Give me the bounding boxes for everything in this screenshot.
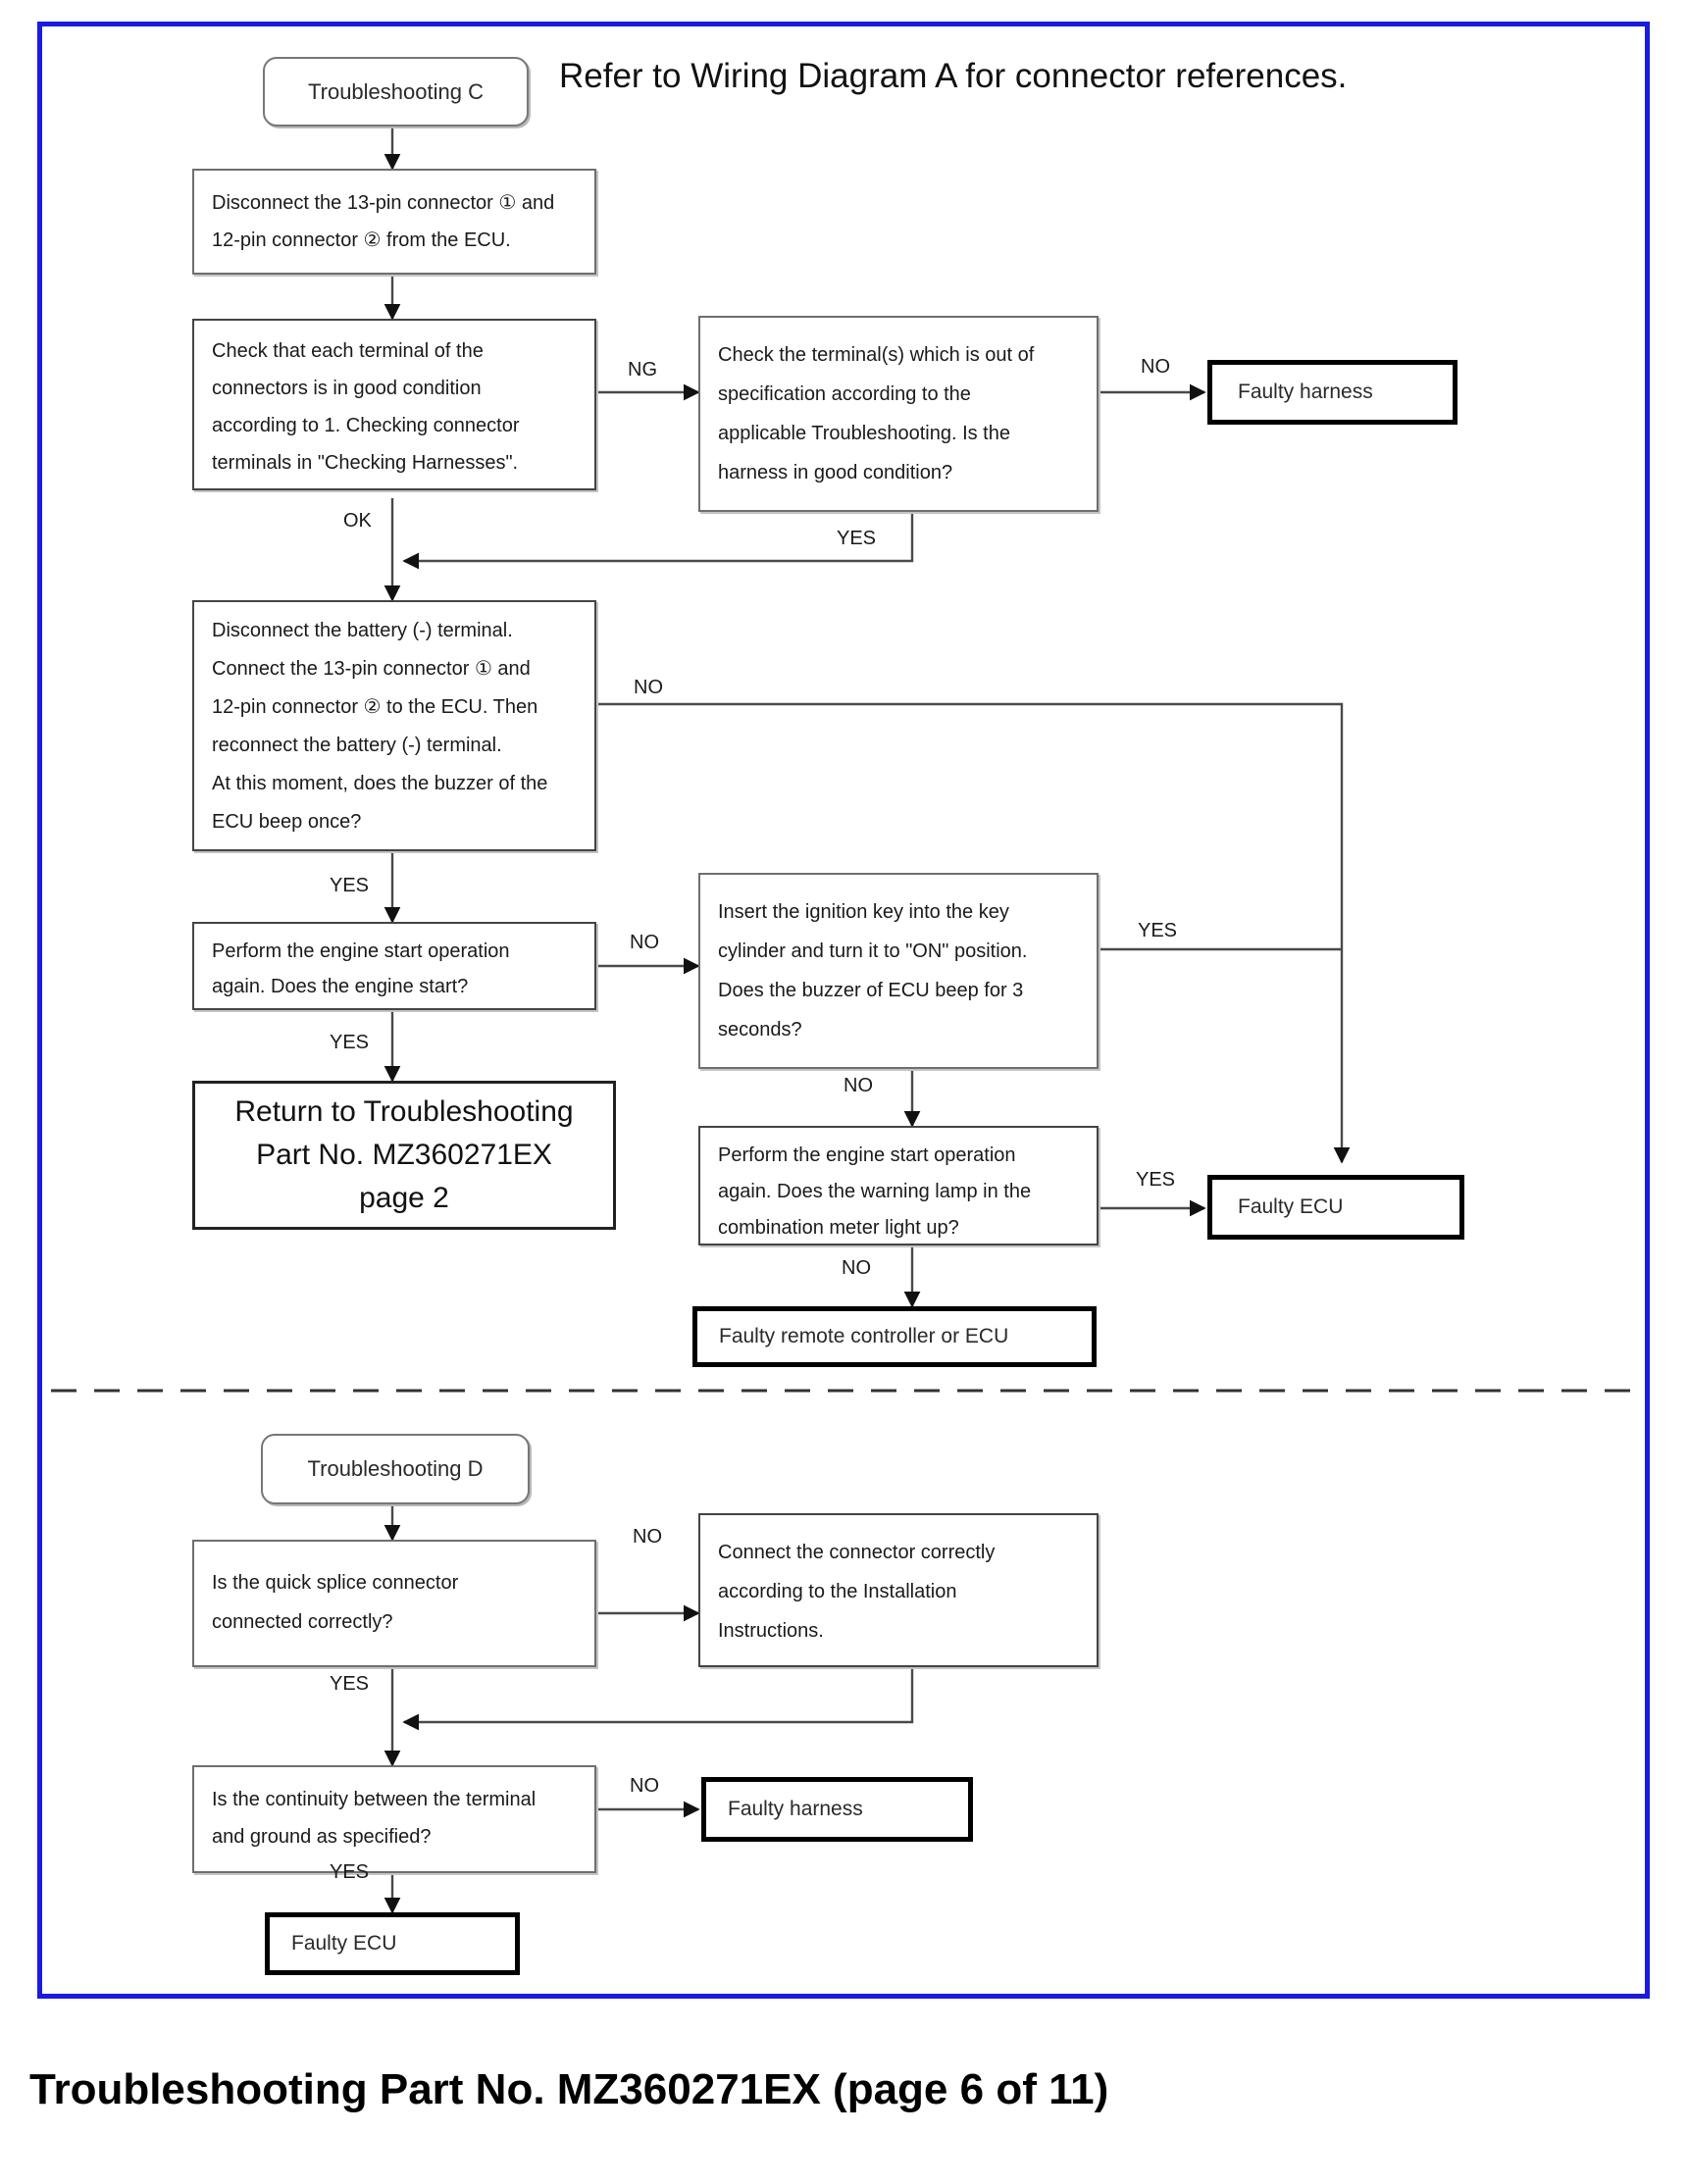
terminal-faulty-remote-or-ecu[interactable]: Faulty remote controller or ECU	[692, 1306, 1097, 1367]
start-node-troubleshooting-d[interactable]: Troubleshooting D	[261, 1434, 530, 1504]
node-disconnect-connectors[interactable]: Disconnect the 13-pin connector ① and 12…	[192, 169, 596, 275]
node-line: Is the continuity between the terminal	[212, 1789, 537, 1810]
edge-label-no-battery: NO	[634, 677, 663, 698]
edge-label-yes-harness: YES	[837, 528, 877, 549]
node-line: ECU beep once?	[212, 811, 362, 833]
node-check-terminals[interactable]: Check that each terminal of the connecto…	[192, 319, 596, 490]
node-line: cylinder and turn it to "ON" position.	[718, 940, 1028, 962]
node-line: harness in good condition?	[718, 462, 953, 483]
edge-label-yes-continuity: YES	[330, 1861, 370, 1883]
edge-label-yes-ignition: YES	[1138, 920, 1178, 941]
node-line: connected correctly?	[212, 1611, 393, 1633]
edge-label-no-splice: NO	[633, 1526, 662, 1548]
edge-label-yes-splice: YES	[330, 1673, 370, 1695]
node-quick-splice[interactable]: Is the quick splice connector connected …	[192, 1540, 596, 1667]
page-caption: Troubleshooting Part No. MZ360271EX (pag…	[29, 2065, 1109, 2113]
node-line: according to 1. Checking connector	[212, 415, 520, 436]
node-connect-correctly[interactable]: Connect the connector correctly accordin…	[698, 1513, 1099, 1667]
terminal-faulty-harness-c[interactable]: Faulty harness	[1207, 360, 1458, 425]
terminal-label: Faulty harness	[728, 1798, 863, 1820]
node-line: 12-pin connector ② from the ECU.	[212, 229, 511, 251]
edge-label-ok: OK	[343, 510, 372, 532]
node-line: again. Does the warning lamp in the	[718, 1181, 1032, 1202]
node-line: Connect the 13-pin connector ① and	[212, 658, 531, 680]
node-line: Is the quick splice connector	[212, 1572, 459, 1594]
edge-label-yes-engine: YES	[330, 1032, 370, 1053]
node-line: terminals in "Checking Harnesses".	[212, 452, 519, 474]
edge-label-no-ignition: NO	[844, 1075, 873, 1096]
node-line: reconnect the battery (-) terminal.	[212, 735, 502, 756]
node-line: applicable Troubleshooting. Is the	[718, 423, 1010, 444]
page-border-frame	[37, 22, 1650, 1999]
node-line: Connect the connector correctly	[718, 1542, 996, 1563]
node-line: again. Does the engine start?	[212, 976, 469, 997]
terminal-faulty-ecu-c[interactable]: Faulty ECU	[1207, 1175, 1464, 1240]
node-line: At this moment, does the buzzer of the	[212, 773, 548, 794]
node-line: connectors is in good condition	[212, 378, 482, 399]
node-line: Insert the ignition key into the key	[718, 901, 1009, 923]
edge-label-no-engine: NO	[630, 932, 659, 953]
node-line: Does the buzzer of ECU beep for 3	[718, 980, 1024, 1001]
terminal-faulty-ecu-d[interactable]: Faulty ECU	[265, 1912, 520, 1975]
terminal-line: page 2	[359, 1182, 449, 1214]
node-engine-start[interactable]: Perform the engine start operation again…	[192, 922, 596, 1010]
node-ignition-key[interactable]: Insert the ignition key into the key cyl…	[698, 873, 1099, 1069]
edge-label-no-lamp: NO	[842, 1257, 871, 1279]
terminal-line: Part No. MZ360271EX	[256, 1139, 552, 1171]
edge-label-ng: NG	[628, 359, 657, 381]
terminal-line: Return to Troubleshooting	[234, 1095, 574, 1128]
edge-label-yes-lamp: YES	[1136, 1169, 1176, 1191]
node-line: according to the Installation	[718, 1581, 957, 1602]
terminal-return-to-troubleshooting[interactable]: Return to Troubleshooting Part No. MZ360…	[192, 1081, 616, 1230]
node-line: Disconnect the battery (-) terminal.	[212, 620, 513, 641]
terminal-label: Faulty remote controller or ECU	[719, 1325, 1009, 1347]
node-line: 12-pin connector ② to the ECU. Then	[212, 696, 538, 718]
node-line: combination meter light up?	[718, 1217, 959, 1239]
edge-label-yes-battery: YES	[330, 875, 370, 896]
terminal-label: Faulty harness	[1238, 381, 1373, 403]
terminal-faulty-harness-d[interactable]: Faulty harness	[701, 1777, 973, 1842]
node-battery-reconnect[interactable]: Disconnect the battery (-) terminal. Con…	[192, 600, 596, 851]
terminal-label: Faulty ECU	[1238, 1195, 1344, 1218]
header-note: Refer to Wiring Diagram A for connector …	[559, 57, 1348, 95]
node-line: and ground as specified?	[212, 1826, 432, 1848]
edge-label-no-harness: NO	[1141, 356, 1170, 378]
start-node-troubleshooting-c[interactable]: Troubleshooting C	[263, 57, 529, 127]
node-warning-lamp[interactable]: Perform the engine start operation again…	[698, 1126, 1099, 1245]
node-line: specification according to the	[718, 383, 971, 405]
edge-label-no-continuity: NO	[630, 1775, 659, 1797]
node-line: Disconnect the 13-pin connector ① and	[212, 192, 555, 214]
node-line: Check that each terminal of the	[212, 340, 484, 362]
node-line: Perform the engine start operation	[212, 940, 510, 962]
start-node-label: Troubleshooting C	[308, 78, 484, 104]
node-line: Check the terminal(s) which is out of	[718, 344, 1035, 366]
terminal-label: Faulty ECU	[291, 1932, 397, 1955]
node-check-out-of-spec[interactable]: Check the terminal(s) which is out of sp…	[698, 316, 1099, 512]
start-node-label: Troubleshooting D	[307, 1456, 484, 1481]
node-line: seconds?	[718, 1019, 802, 1041]
node-line: Instructions.	[718, 1620, 824, 1642]
node-line: Perform the engine start operation	[718, 1144, 1016, 1166]
node-continuity[interactable]: Is the continuity between the terminal a…	[192, 1765, 596, 1873]
